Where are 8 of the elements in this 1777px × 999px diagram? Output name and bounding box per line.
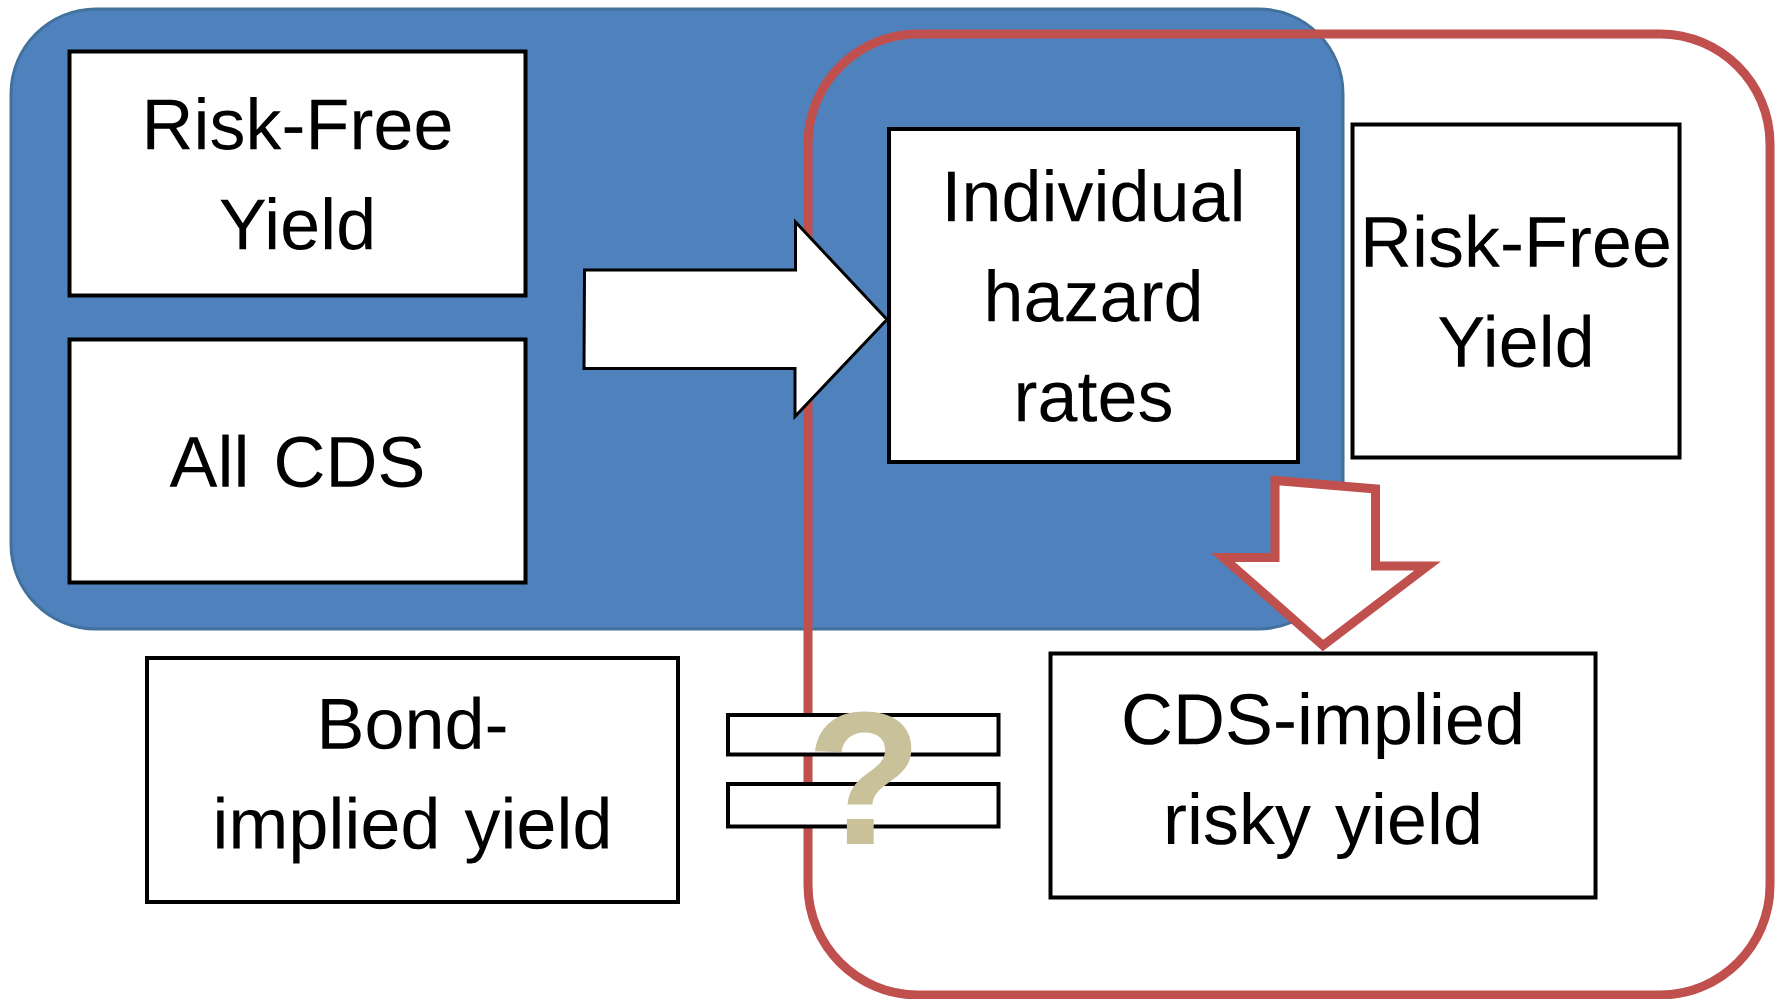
text-box: Risk-Free Yield [1350, 122, 1682, 460]
text-box: CDS-implied risky yield [1048, 651, 1598, 900]
rounded-outline [803, 29, 1775, 999]
text-box: Risk-Free Yield [67, 49, 528, 298]
text-box: Bond-implied yield [145, 656, 680, 904]
text-box: All CDS [67, 337, 528, 585]
block-arrow [582, 218, 890, 421]
text-box: Individual hazard rates [887, 127, 1300, 464]
